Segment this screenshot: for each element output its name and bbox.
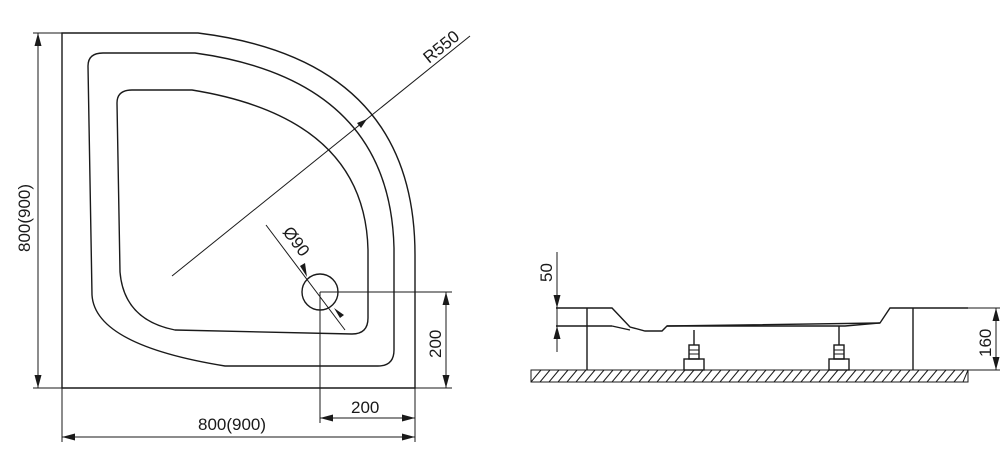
floor-hatch-line [647,369,659,383]
radius-leader-line [171,35,471,277]
height-arrow-top [34,33,42,46]
drain-offset-x-arrow-right [402,414,415,422]
floor-hatch-line [557,369,569,383]
floor-hatch-line [620,369,632,383]
tray-outer-outline [61,32,416,389]
floor-hatch-line [890,369,902,383]
floor-hatch-line [656,369,668,383]
height-160-label: 160 [976,329,995,357]
floor-hatch-line [944,369,956,383]
floor-hatch-line [773,369,785,383]
floor-hatch-line [701,369,713,383]
floor-hatch-line [791,369,803,383]
floor-hatch-line [836,369,848,383]
height-label: 800(900) [15,184,34,252]
floor-hatch-line [746,369,758,383]
support-foot-right [828,326,850,371]
floor-hatching [530,369,969,383]
floor-hatch-line [728,369,740,383]
floor-hatch-line [602,369,614,383]
drain-arrowhead-top [300,263,307,277]
floor-hatch-line [899,369,911,383]
floor-hatch-line [683,369,695,383]
floor-hatch-line [593,369,605,383]
rim-arrow-bottom [553,326,561,339]
drain-offset-x-label: 200 [351,398,379,417]
floor-hatch-line [755,369,767,383]
width-label: 800(900) [198,415,266,434]
height-arrow-bottom [34,375,42,388]
side-view: 50 160 [530,252,1000,383]
rim-label: 50 [537,263,556,282]
width-arrow-right [402,433,415,441]
floor-hatch-line [548,369,560,383]
width-arrow-left [62,433,75,441]
floor-hatch-line [611,369,623,383]
floor-hatch-line [584,369,596,383]
floor-hatch-line [629,369,641,383]
floor-hatch-line [827,369,839,383]
floor-hatch-line [575,369,587,383]
floor-hatch-line [881,369,893,383]
floor-hatch-line [962,369,969,383]
height-160-arrow-bottom [992,357,1000,370]
floor-hatch-line [935,369,947,383]
drain-offset-y-label: 200 [426,330,445,358]
floor-hatch-line [737,369,749,383]
floor-hatch-line [926,369,938,383]
floor-hatch-line [872,369,884,383]
floor-hatch-line [854,369,866,383]
support-foot-left [683,330,705,371]
floor-hatch-line [800,369,812,383]
drain-offset-y-arrow-top [442,292,450,305]
floor-hatch-line [863,369,875,383]
floor-slab [530,369,969,383]
floor-hatch-line [530,369,542,383]
tray-profile-underside [611,322,881,331]
floor-hatch-line [692,369,704,383]
floor-hatch-line [809,369,821,383]
floor-hatch-line [908,369,920,383]
floor-hatch-line [674,369,686,383]
floor-hatch-line [845,369,857,383]
floor-hatch-line [953,369,965,383]
floor-hatch-line [710,369,722,383]
tray-basin-outline [116,89,369,335]
drain-label: Ø90 [279,223,314,260]
floor-hatch-line [638,369,650,383]
plan-view: R550 Ø90 800(900) 800(900) 200 200 [15,27,471,442]
floor-hatch-line [782,369,794,383]
drain-leader-line [265,224,346,331]
radius-arrowhead [357,119,367,128]
floor-hatch-line [818,369,830,383]
floor-hatch-line [566,369,578,383]
drain-offset-y-arrow-bottom [442,375,450,388]
drain-offset-x-arrow-left [320,414,333,422]
tray-profile-top [556,307,968,332]
floor-hatch-line [719,369,731,383]
height-160-arrow-top [992,308,1000,321]
floor-hatch-line [665,369,677,383]
rim-arrow-top [553,295,561,308]
floor-hatch-line [539,369,551,383]
floor-hatch-line [917,369,929,383]
drain-arrowhead-bottom [334,308,344,318]
floor-hatch-line [764,369,776,383]
tray-rim-outline [87,52,395,367]
